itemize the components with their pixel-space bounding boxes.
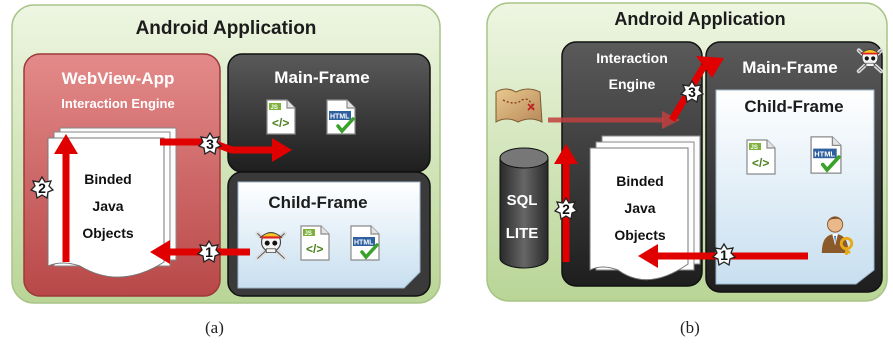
- panel-a: Android Application WebView-App Interact…: [11, 4, 441, 304]
- arrow-step-2-b-head: [554, 144, 578, 164]
- treasure-map-icon: [495, 88, 543, 123]
- svg-text:1: 1: [205, 244, 213, 260]
- arrow-step-1-a-head: [150, 240, 170, 264]
- step-badge-a-2: 2: [30, 176, 54, 199]
- doc-line-b-3: Objects: [614, 227, 666, 243]
- js-file-icon: [300, 225, 330, 261]
- js-file-icon: [266, 99, 296, 135]
- html-file-icon: [326, 98, 356, 136]
- caption-a: (a): [205, 318, 224, 337]
- step-badge-b-1: 1: [712, 243, 736, 266]
- binded-java-objects-doc-a: Binded Java Objects: [47, 127, 177, 278]
- svg-text:2: 2: [562, 201, 570, 217]
- db-line-2: LITE: [506, 225, 539, 242]
- figure: JS </> HTML: [11, 2, 888, 304]
- arrow-map-to-frame-head: [662, 111, 680, 129]
- app-title-b: Android Application: [614, 9, 785, 29]
- child-frame-label-b: Child-Frame: [744, 97, 843, 116]
- main-frame-label-b: Main-Frame: [742, 58, 837, 77]
- main-frame-label-a: Main-Frame: [274, 68, 369, 87]
- arrow-step-3-b-head: [696, 56, 724, 78]
- arrow-step-1-b-head: [638, 244, 658, 268]
- svg-text:1: 1: [720, 247, 728, 263]
- app-title-a: Android Application: [136, 18, 317, 39]
- db-line-1: SQL: [507, 192, 538, 209]
- caption-b: (b): [680, 318, 700, 337]
- doc-line-b-1: Binded: [616, 173, 663, 189]
- doc-line-a-3: Objects: [82, 225, 134, 241]
- panel-b: Android Application SQL LITE Interaction…: [486, 2, 888, 302]
- step-badge-a-1: 1: [197, 240, 221, 263]
- step-badge-b-2: 2: [554, 197, 578, 220]
- engine-line-1: Interaction: [596, 50, 668, 66]
- webview-app-subtitle: Interaction Engine: [61, 96, 174, 111]
- binded-java-objects-doc-b: Binded Java Objects: [589, 135, 701, 281]
- webview-app-title: WebView-App: [62, 69, 175, 88]
- arrow-step-2-a-head: [54, 134, 78, 154]
- doc-line-a-1: Binded: [84, 171, 131, 187]
- sqlite-database: SQL LITE: [499, 147, 549, 269]
- html-file-icon: [811, 137, 841, 173]
- step-badge-a-3: 3: [198, 132, 222, 155]
- html-file-icon: [350, 224, 380, 262]
- svg-text:3: 3: [206, 136, 214, 152]
- doc-line-a-2: Java: [92, 198, 123, 214]
- step-badge-b-3: 3: [680, 80, 704, 103]
- doc-line-b-2: Java: [624, 200, 655, 216]
- svg-text:3: 3: [688, 84, 696, 100]
- child-frame-label-a: Child-Frame: [268, 193, 367, 212]
- arrow-step-3-a-head: [272, 138, 292, 162]
- js-file-icon: [746, 139, 776, 175]
- svg-text:2: 2: [38, 180, 46, 196]
- engine-line-2: Engine: [609, 76, 656, 92]
